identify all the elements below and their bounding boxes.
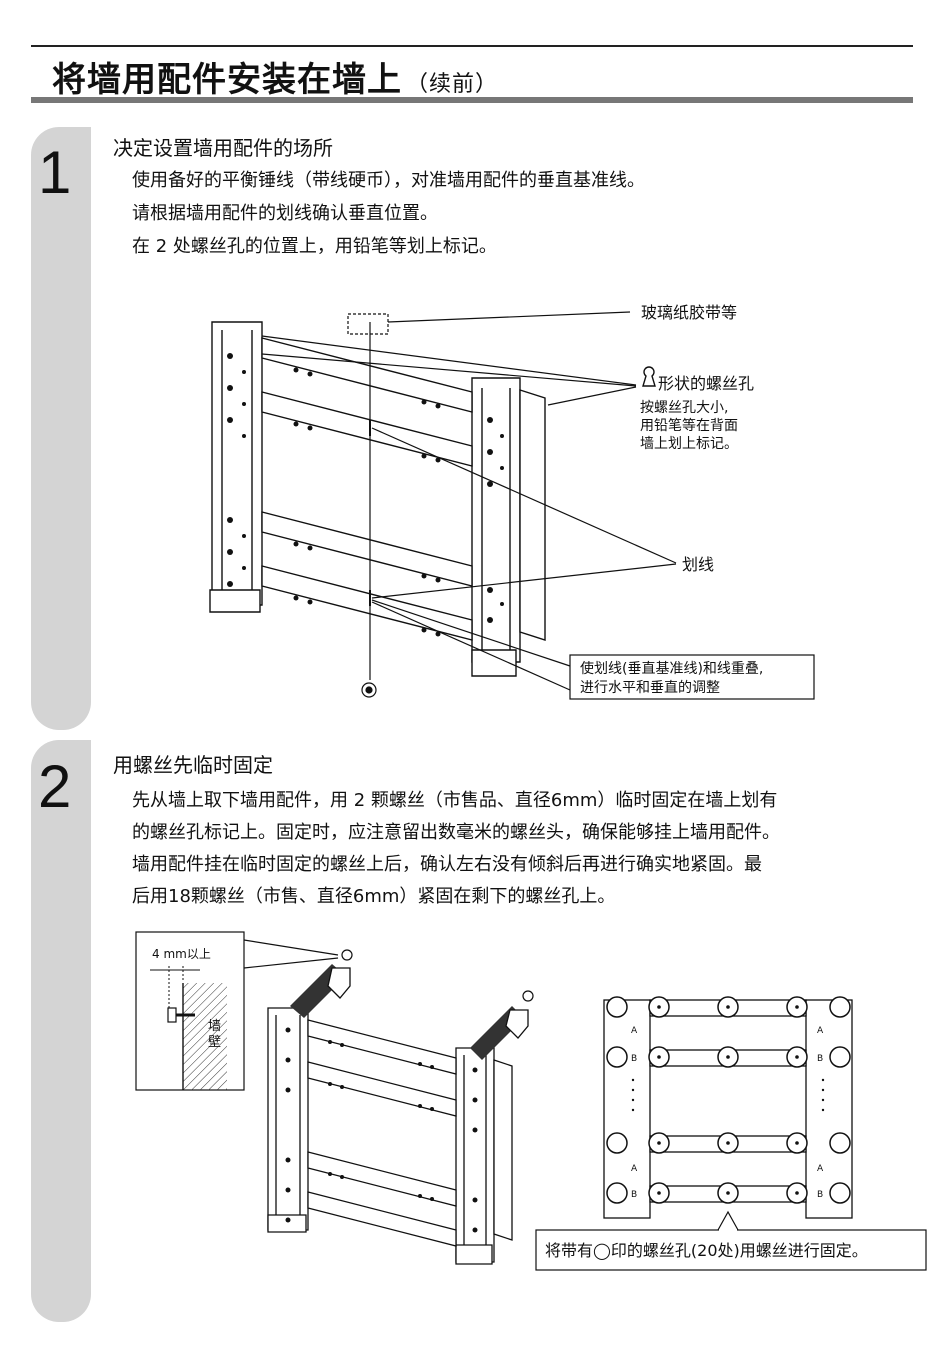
step1-line-3: 在 2 处螺丝孔的位置上，用铅笔等划上标记。 — [132, 236, 497, 257]
callout-keyhole-line-1: 按螺丝孔大小, — [640, 400, 728, 416]
step2-line-4: 后用18颗螺丝（市售、直径6mm）紧固在剩下的螺丝孔上。 — [132, 886, 616, 907]
keyhole-icon — [642, 366, 656, 387]
callout-keyhole-line-3: 墙上划上标记。 — [640, 436, 738, 452]
callout-overlap-line-2: 进行水平和垂直的调整 — [580, 679, 720, 696]
screw-icon — [341, 949, 534, 1002]
hole-letter-8: B — [817, 1190, 823, 1200]
step1-leaders — [261, 311, 677, 691]
step2-bracket-diagram — [267, 1007, 513, 1265]
callout-overlap-box — [569, 654, 815, 700]
inset-gap-label: 4 mm以上 — [152, 947, 211, 961]
step2-number: 2 — [38, 753, 72, 820]
hole-map — [603, 999, 853, 1219]
page-title: 将墙用配件安装在墙上（续前） — [52, 60, 499, 100]
screw-gap-inset — [135, 931, 339, 1091]
step1-bracket-holes — [227, 353, 504, 637]
step1-number: 1 — [38, 139, 72, 206]
callout-overlap-line-1: 使划线(垂直基准线)和线重叠, — [580, 660, 763, 677]
callout-keyhole-title: 形状的螺丝孔 — [658, 374, 754, 393]
hole-map-dots — [631, 1005, 825, 1195]
bottom-note: 将带有◯印的螺丝孔(20处)用螺丝进行固定。 — [545, 1241, 868, 1260]
hole-letter-5: A — [631, 1164, 638, 1174]
callout-tape: 玻璃纸胶带等 — [641, 303, 737, 322]
title-underline-bar — [31, 97, 913, 103]
step2-bracket-holes — [285, 1027, 478, 1233]
plumb-line — [347, 313, 389, 698]
step1-heading: 决定设置墙用配件的场所 — [113, 136, 333, 160]
step2-line-1: 先从墙上取下墙用配件，用 2 颗螺丝（市售品、直径6mm）临时固定在墙上划有 — [132, 790, 778, 811]
hole-letter-7: A — [817, 1164, 824, 1174]
hole-letter-4: B — [817, 1054, 823, 1064]
callout-scribe-line: 划线 — [682, 555, 714, 574]
callout-keyhole-line-2: 用铅笔等在背面 — [640, 417, 738, 434]
note-pointer — [717, 1210, 739, 1231]
step2-heading: 用螺丝先临时固定 — [113, 753, 273, 777]
step1-line-1: 使用备好的平衡锤线（带线硬币），对准墙用配件的垂直基准线。 — [132, 170, 645, 191]
hole-letter-3: A — [817, 1026, 824, 1036]
step2-line-2: 的螺丝孔标记上。固定时，应注意留出数毫米的螺丝头，确保能够挂上墙用配件。 — [132, 822, 780, 843]
hole-letter-1: A — [631, 1026, 638, 1036]
step1-bracket-diagram — [209, 321, 546, 677]
inset-wall-label-1: 墙 — [208, 1019, 221, 1034]
hole-letter-2: B — [631, 1054, 637, 1064]
step1-line-2: 请根据墙用配件的划线确认垂直位置。 — [132, 203, 438, 224]
install-arrows — [290, 964, 529, 1060]
page-title-sub: （续前） — [406, 72, 499, 97]
inset-wall-label-2: 壁 — [208, 1035, 221, 1050]
hole-letter-6: B — [631, 1190, 637, 1200]
step2-line-3: 墙用配件挂在临时固定的螺丝上后，确认左右没有倾斜后再进行确实地紧固。最 — [132, 854, 762, 875]
step2-sidebar — [31, 740, 91, 1322]
top-rule — [31, 45, 913, 47]
step1-sidebar — [31, 127, 91, 730]
